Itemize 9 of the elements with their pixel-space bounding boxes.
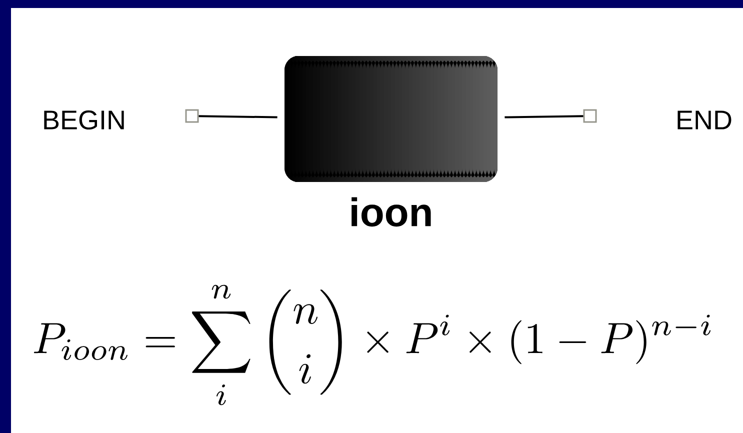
block-box (284, 56, 498, 182)
formula: $P_{ioon} = \sum_{i}^{n} \binom{n}{i} \times P^{i} \times (1-P)^{n-i}$ (34, 284, 711, 406)
connector-line (504, 115, 584, 118)
terminal-label: END (678, 110, 732, 130)
block-label: ioon (352, 197, 431, 227)
terminal-label: BEGIN (44, 110, 124, 130)
connector-port (185, 109, 199, 123)
connector-port (583, 109, 597, 123)
connector-line (198, 115, 278, 118)
